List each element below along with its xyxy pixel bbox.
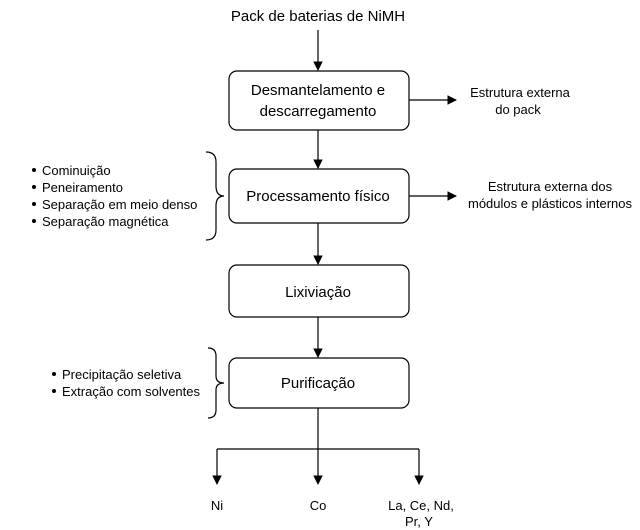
- product-co-label: Co: [310, 498, 327, 513]
- bullet-icon: [52, 372, 56, 376]
- side-output-pack-line1: Estrutura externa: [470, 85, 570, 100]
- side-output-modules-line1: Estrutura externa dos: [488, 179, 613, 194]
- step-leaching-label: Lixiviação: [285, 284, 351, 301]
- product-ni-label: Ni: [211, 498, 223, 513]
- physical-methods-list: Cominuição Peneiramento Separação em mei…: [32, 163, 197, 229]
- physical-method-item: Separação em meio denso: [42, 197, 197, 212]
- purification-methods-brace: [207, 347, 225, 419]
- physical-methods-brace: [205, 151, 225, 241]
- purification-methods-list: Precipitação seletiva Extração com solve…: [52, 367, 201, 399]
- side-output-modules-line2: módulos e plásticos internos: [468, 196, 633, 211]
- physical-method-item: Separação magnética: [42, 214, 169, 229]
- purification-method-item: Extração com solventes: [62, 384, 201, 399]
- step-leaching-box: [228, 264, 410, 318]
- physical-method-item: Peneiramento: [42, 180, 123, 195]
- purification-method-item: Precipitação seletiva: [62, 367, 182, 382]
- step-dismantling-line2: descarregamento: [260, 103, 377, 120]
- product-ree-line2: Pr, Y: [405, 514, 433, 529]
- side-output-pack-line2: do pack: [495, 102, 541, 117]
- bullet-icon: [32, 219, 36, 223]
- step-physical-processing-label: Processamento físico: [246, 188, 389, 205]
- input-label: Pack de baterias de NiMH: [231, 8, 405, 25]
- bullet-icon: [32, 168, 36, 172]
- product-ree-line1: La, Ce, Nd,: [388, 498, 454, 513]
- bullet-icon: [32, 202, 36, 206]
- step-purification-box: [228, 357, 410, 409]
- step-purification-label: Purificação: [281, 375, 355, 392]
- bullet-icon: [52, 389, 56, 393]
- bullet-icon: [32, 185, 36, 189]
- physical-method-item: Cominuição: [42, 163, 111, 178]
- step-dismantling-box: [228, 70, 410, 131]
- step-dismantling-line1: Desmantelamento e: [251, 82, 385, 99]
